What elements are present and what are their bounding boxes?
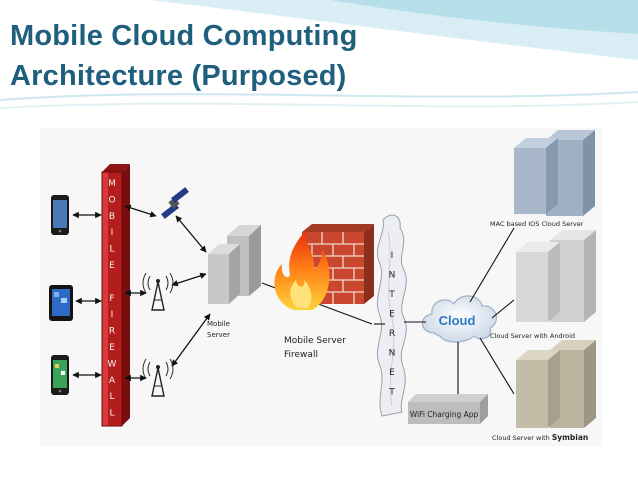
firewall-letter: W	[108, 359, 117, 369]
wifi-charging-app-label: WiFi Charging App	[410, 410, 479, 419]
internet-letter: T	[388, 388, 395, 398]
cloud-icon	[421, 295, 498, 343]
link-arrow	[175, 215, 207, 253]
mobile-firewall	[101, 164, 130, 427]
symbian-label-part-1: Cloud Server with	[492, 434, 550, 442]
connection-line	[479, 337, 515, 395]
firewall-letter: F	[109, 294, 114, 304]
connection-line	[469, 227, 515, 303]
internet-letter: N	[389, 271, 396, 281]
header-background	[0, 0, 638, 109]
cell-tower-icon	[142, 358, 174, 397]
firewall-letter: R	[109, 327, 115, 337]
symbian-cloud-server-icon	[516, 340, 596, 428]
firewall-letter: E	[109, 343, 115, 353]
mobile-server-icon	[208, 225, 261, 304]
tablet-icon	[49, 285, 73, 321]
firewall-letter: L	[109, 409, 114, 419]
link-arrow	[171, 272, 207, 287]
mobile-server-firewall-label-line-1: Mobile Server	[284, 336, 346, 346]
firewall-letter: O	[108, 195, 115, 205]
firewall-letter: L	[109, 245, 114, 255]
internet-letter: R	[389, 329, 395, 339]
symbian-label-part-2: Symbian	[552, 433, 588, 442]
android-cloud-server-icon	[516, 230, 596, 322]
android-cloud-server-label: Cloud Server with Android	[490, 332, 575, 340]
internet-letter: T	[388, 290, 395, 300]
internet-letter: E	[389, 310, 395, 320]
mac-ios-cloud-server-label: MAC based IOS Cloud Server	[490, 220, 584, 228]
firewall-letter: M	[108, 179, 116, 189]
firewall-letter: L	[109, 392, 114, 402]
link-arrow	[124, 204, 157, 218]
wifi-charging-app-box	[408, 394, 488, 424]
mobile-server-firewall-label-line-2: Firewall	[284, 350, 318, 360]
link-arrow	[171, 313, 211, 367]
firewall-letter: E	[109, 261, 115, 271]
smartphone-icon	[51, 195, 69, 235]
satellite-icon	[161, 187, 189, 219]
cloud-label: Cloud	[439, 313, 476, 328]
firewall-letter: I	[111, 310, 114, 320]
firewall-letter: I	[111, 228, 114, 238]
mobile-server-label-line-1: Mobile	[207, 320, 230, 328]
firewall-letter: A	[109, 376, 116, 386]
slide-title-line-2: Architecture (Purposed)	[10, 60, 347, 92]
internet-band	[376, 214, 407, 417]
firewall-letter: B	[109, 212, 115, 222]
mac-ios-cloud-server-icon	[514, 130, 595, 216]
internet-letter: N	[389, 349, 396, 359]
internet-letter: E	[389, 368, 395, 378]
cell-tower-icon	[142, 272, 174, 311]
flame-icon	[274, 230, 330, 310]
connection-line	[491, 299, 515, 319]
smartphone-icon	[51, 355, 69, 395]
mobile-server-label-line-2: Server	[207, 331, 230, 339]
internet-letter: I	[391, 251, 394, 261]
slide-title-line-1: Mobile Cloud Computing	[10, 20, 358, 52]
